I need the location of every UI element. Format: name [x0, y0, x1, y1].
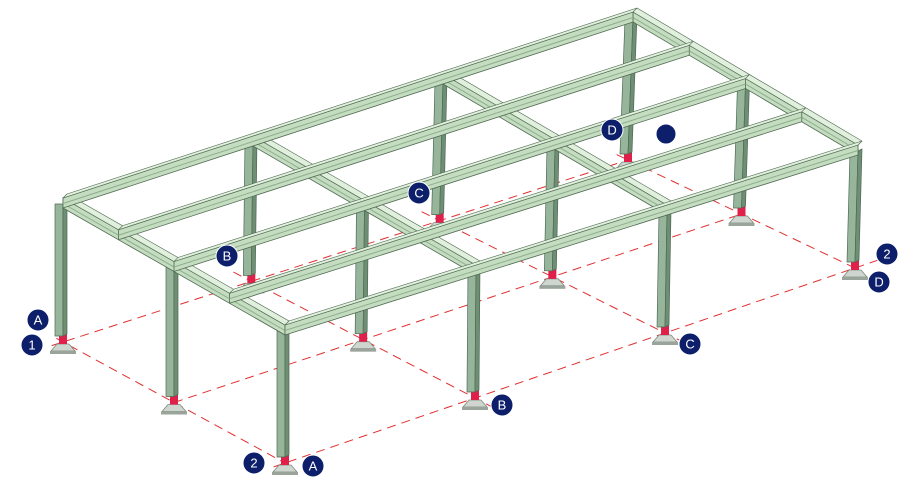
anchor-marker	[281, 455, 289, 465]
base-plate-edge	[350, 348, 377, 352]
column-face	[276, 330, 286, 458]
grid-line	[421, 211, 682, 342]
base-plate	[161, 404, 187, 412]
grid-bubble-circle	[600, 118, 624, 142]
grid-bubble-circle	[215, 244, 239, 268]
grid-line	[233, 271, 491, 407]
beam-flange-line	[173, 83, 746, 268]
beam-top	[118, 40, 694, 231]
grid-bubble-circle	[242, 451, 266, 475]
anchor-marker	[737, 206, 746, 216]
column-face	[54, 203, 64, 337]
grid-line	[173, 213, 742, 403]
beam-flange-line	[62, 17, 634, 204]
grid-bubble-c-2[interactable]: C	[678, 332, 702, 356]
anchor-marker	[851, 260, 859, 270]
anchor-marker	[435, 212, 444, 223]
grid-bubble-circle	[655, 123, 677, 145]
base-plate-edge	[161, 411, 187, 415]
anchor-marker	[624, 152, 632, 162]
grid-bubble-circle	[407, 181, 431, 205]
grid-bubble-label: D	[874, 275, 883, 290]
column-face	[466, 270, 477, 393]
base-plate-edge	[50, 351, 76, 354]
grid-bubble-label: 1	[28, 338, 35, 353]
grid-bubble-label: C	[685, 337, 694, 352]
beam-flange-line	[118, 50, 690, 236]
column-side	[62, 201, 68, 337]
beam-top	[284, 140, 863, 326]
grid-bubble-hidden	[655, 123, 677, 145]
anchor-marker	[59, 334, 67, 344]
beam-top	[62, 7, 638, 199]
grid-bubble-d-1[interactable]: D	[600, 118, 624, 142]
anchor-marker	[470, 390, 479, 401]
base-plate-edge	[652, 341, 679, 345]
grid-bubble-b-1[interactable]: B	[215, 244, 239, 268]
column-side	[173, 264, 179, 398]
beam-flange-line	[229, 116, 802, 300]
grid-line	[273, 259, 878, 468]
grid-bubble-d-2[interactable]: D	[867, 270, 891, 294]
base-plate-edge	[461, 407, 488, 411]
grid-lines-layer	[51, 154, 878, 468]
base-plate-edge	[539, 285, 566, 289]
grid-bubble-a-1[interactable]: A	[26, 308, 50, 332]
base-plate	[350, 341, 377, 350]
column-side	[284, 328, 290, 458]
grid-bubble-label: D	[607, 123, 616, 138]
grid-line	[51, 161, 623, 347]
grid-bubble-label: A	[309, 459, 318, 474]
grid-bubble-2-d[interactable]: 2	[875, 242, 899, 266]
base-plate-edge	[728, 223, 755, 226]
base-plate	[539, 278, 566, 287]
base-plate-edge	[272, 472, 298, 475]
beam-flange-line	[284, 150, 859, 331]
column-face	[165, 267, 175, 397]
grid-bubble-b-2[interactable]: B	[490, 393, 514, 417]
column-side	[854, 148, 863, 263]
grid-bubble-label: 2	[250, 456, 257, 471]
anchor-marker	[548, 268, 557, 279]
anchor-marker	[359, 331, 368, 342]
beam-top	[229, 107, 806, 294]
anchor-marker	[170, 394, 178, 405]
grid-bubble-circle	[26, 308, 50, 332]
grid-bubble-circle	[867, 270, 891, 294]
base-plate	[652, 334, 678, 343]
column-side	[474, 268, 481, 393]
grid-bubble-circle	[678, 332, 702, 356]
grid-bubble-label: A	[34, 313, 43, 328]
grid-bubble-circle	[490, 393, 514, 417]
base-plate-edge	[842, 277, 868, 280]
grid-bubble-label: B	[498, 398, 507, 413]
grid-bubble-1-1[interactable]: 1	[20, 333, 44, 357]
grid-bubble-a-2[interactable]: A	[301, 454, 325, 478]
grid-bubbles-layer: A 1 2 A B B C C	[20, 118, 899, 478]
grid-bubble-2-a[interactable]: 2	[242, 451, 266, 475]
grid-bubble-circle	[20, 333, 44, 357]
anchor-marker	[661, 324, 670, 335]
grid-bubble-c-1[interactable]: C	[407, 181, 431, 205]
grid-bubble-label: B	[223, 249, 232, 264]
grid-bubble-circle	[301, 454, 325, 478]
grid-bubble-circle	[875, 242, 899, 266]
grid-bubble-label: 2	[883, 247, 890, 262]
anchor-marker	[247, 273, 256, 284]
grid-bubble-label: C	[414, 186, 423, 201]
